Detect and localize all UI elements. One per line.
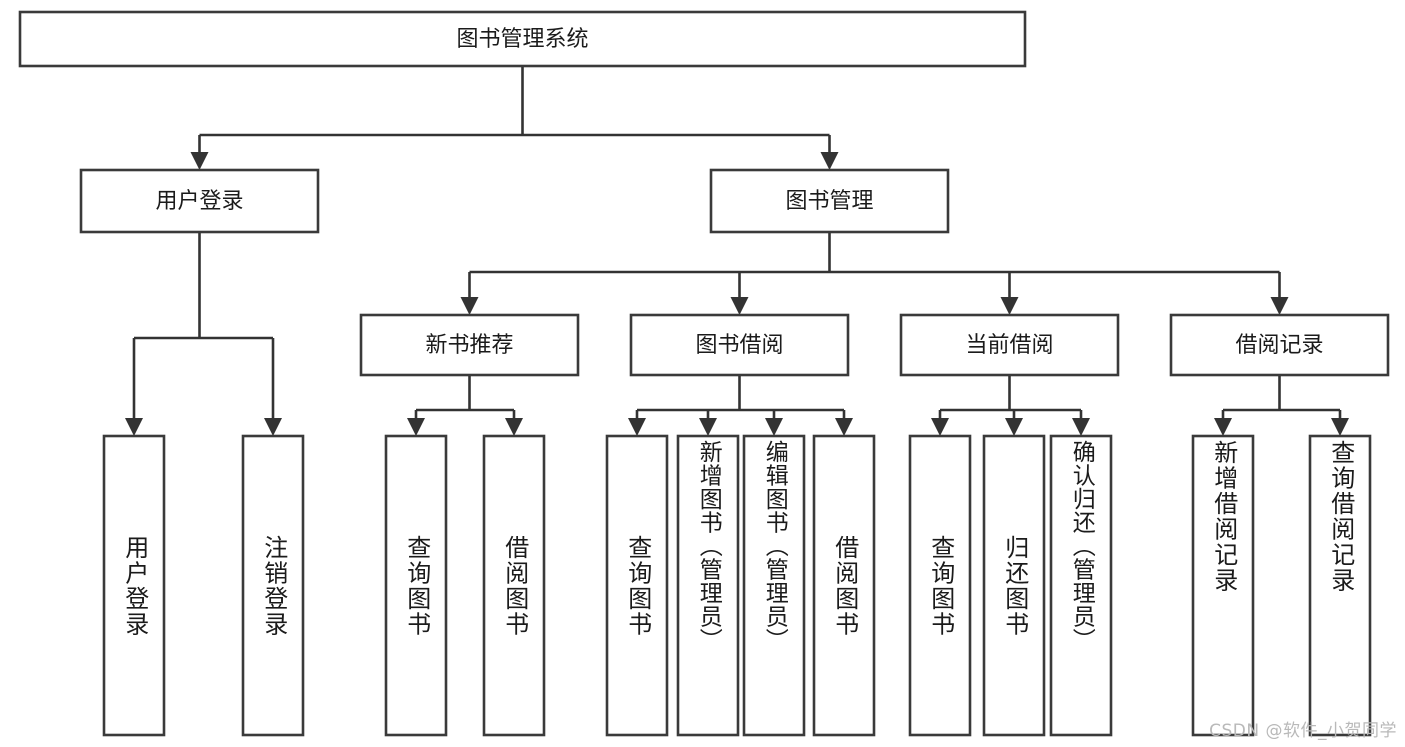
arrow-down-icon-leaf-query-book-rec <box>407 418 425 436</box>
leaf-box-leaf-query-book-rec[interactable] <box>384 434 448 737</box>
leaf-box-leaf-query-borrow-record[interactable] <box>1308 434 1372 737</box>
arrow-down-icon-current-borrow <box>1000 297 1019 315</box>
arrow-down-icon-leaf-edit-book-admin <box>765 418 783 436</box>
arrow-down-icon-leaf-query-borrow-record <box>1331 418 1349 436</box>
level3-node-label-book-borrow: 图书借阅 <box>695 333 783 358</box>
level2-node-label-user-login: 用户登录 <box>155 189 243 214</box>
arrow-down-icon-leaf-confirm-return-admin <box>1072 418 1090 436</box>
level3-node-borrow-record[interactable] <box>1169 313 1390 377</box>
leaf-box-leaf-add-book-admin[interactable] <box>676 434 740 737</box>
arrow-down-icon-leaf-user-login <box>125 418 143 436</box>
arrow-down-icon-user-login <box>190 152 209 170</box>
arrow-down-icon-leaf-user-logout <box>264 418 282 436</box>
level3-node-label-current-borrow: 当前借阅 <box>965 333 1053 358</box>
level3-node-new-book-recommend[interactable] <box>359 313 580 377</box>
leaf-box-leaf-add-borrow-record[interactable] <box>1191 434 1255 737</box>
level3-node-book-borrow[interactable] <box>629 313 850 377</box>
level2-node-book-manage[interactable] <box>709 168 950 234</box>
leaf-box-leaf-return-book[interactable] <box>982 434 1046 737</box>
arrow-down-icon-leaf-borrow-book <box>835 418 853 436</box>
level2-node-user-login[interactable] <box>79 168 320 234</box>
arrow-down-icon-book-manage <box>820 152 839 170</box>
arrow-down-icon-leaf-query-book-current <box>931 418 949 436</box>
level3-node-label-new-book-recommend: 新书推荐 <box>425 333 513 358</box>
arrow-down-icon-borrow-record <box>1270 297 1289 315</box>
arrow-down-icon-book-borrow <box>730 297 749 315</box>
leaf-box-leaf-confirm-return-admin[interactable] <box>1049 434 1113 737</box>
arrow-down-icon-leaf-query-book-borrow <box>628 418 646 436</box>
connector-layer <box>125 66 1349 436</box>
root-node-label-undefined: 图书管理系统 <box>456 27 588 52</box>
arrow-down-icon-leaf-add-borrow-record <box>1214 418 1232 436</box>
arrow-down-icon-leaf-borrow-book-rec <box>505 418 523 436</box>
leaf-box-leaf-borrow-book[interactable] <box>812 434 876 737</box>
watermark-text: CSDN @软件_小贺同学 <box>1209 721 1397 741</box>
arrow-down-icon-leaf-return-book <box>1005 418 1023 436</box>
node-box-layer <box>18 10 1390 737</box>
level3-node-label-borrow-record: 借阅记录 <box>1235 333 1323 358</box>
level2-node-label-book-manage: 图书管理 <box>785 189 873 214</box>
leaf-box-leaf-user-logout[interactable] <box>241 434 305 737</box>
leaf-box-leaf-user-login[interactable] <box>102 434 166 737</box>
level3-node-current-borrow[interactable] <box>899 313 1120 377</box>
arrow-down-icon-new-book-recommend <box>460 297 479 315</box>
leaf-box-leaf-query-book-current[interactable] <box>908 434 972 737</box>
leaf-box-leaf-edit-book-admin[interactable] <box>742 434 806 737</box>
leaf-box-leaf-query-book-borrow[interactable] <box>605 434 669 737</box>
arrow-down-icon-leaf-add-book-admin <box>699 418 717 436</box>
root-node-undefined[interactable] <box>18 10 1027 68</box>
leaf-box-leaf-borrow-book-rec[interactable] <box>482 434 546 737</box>
